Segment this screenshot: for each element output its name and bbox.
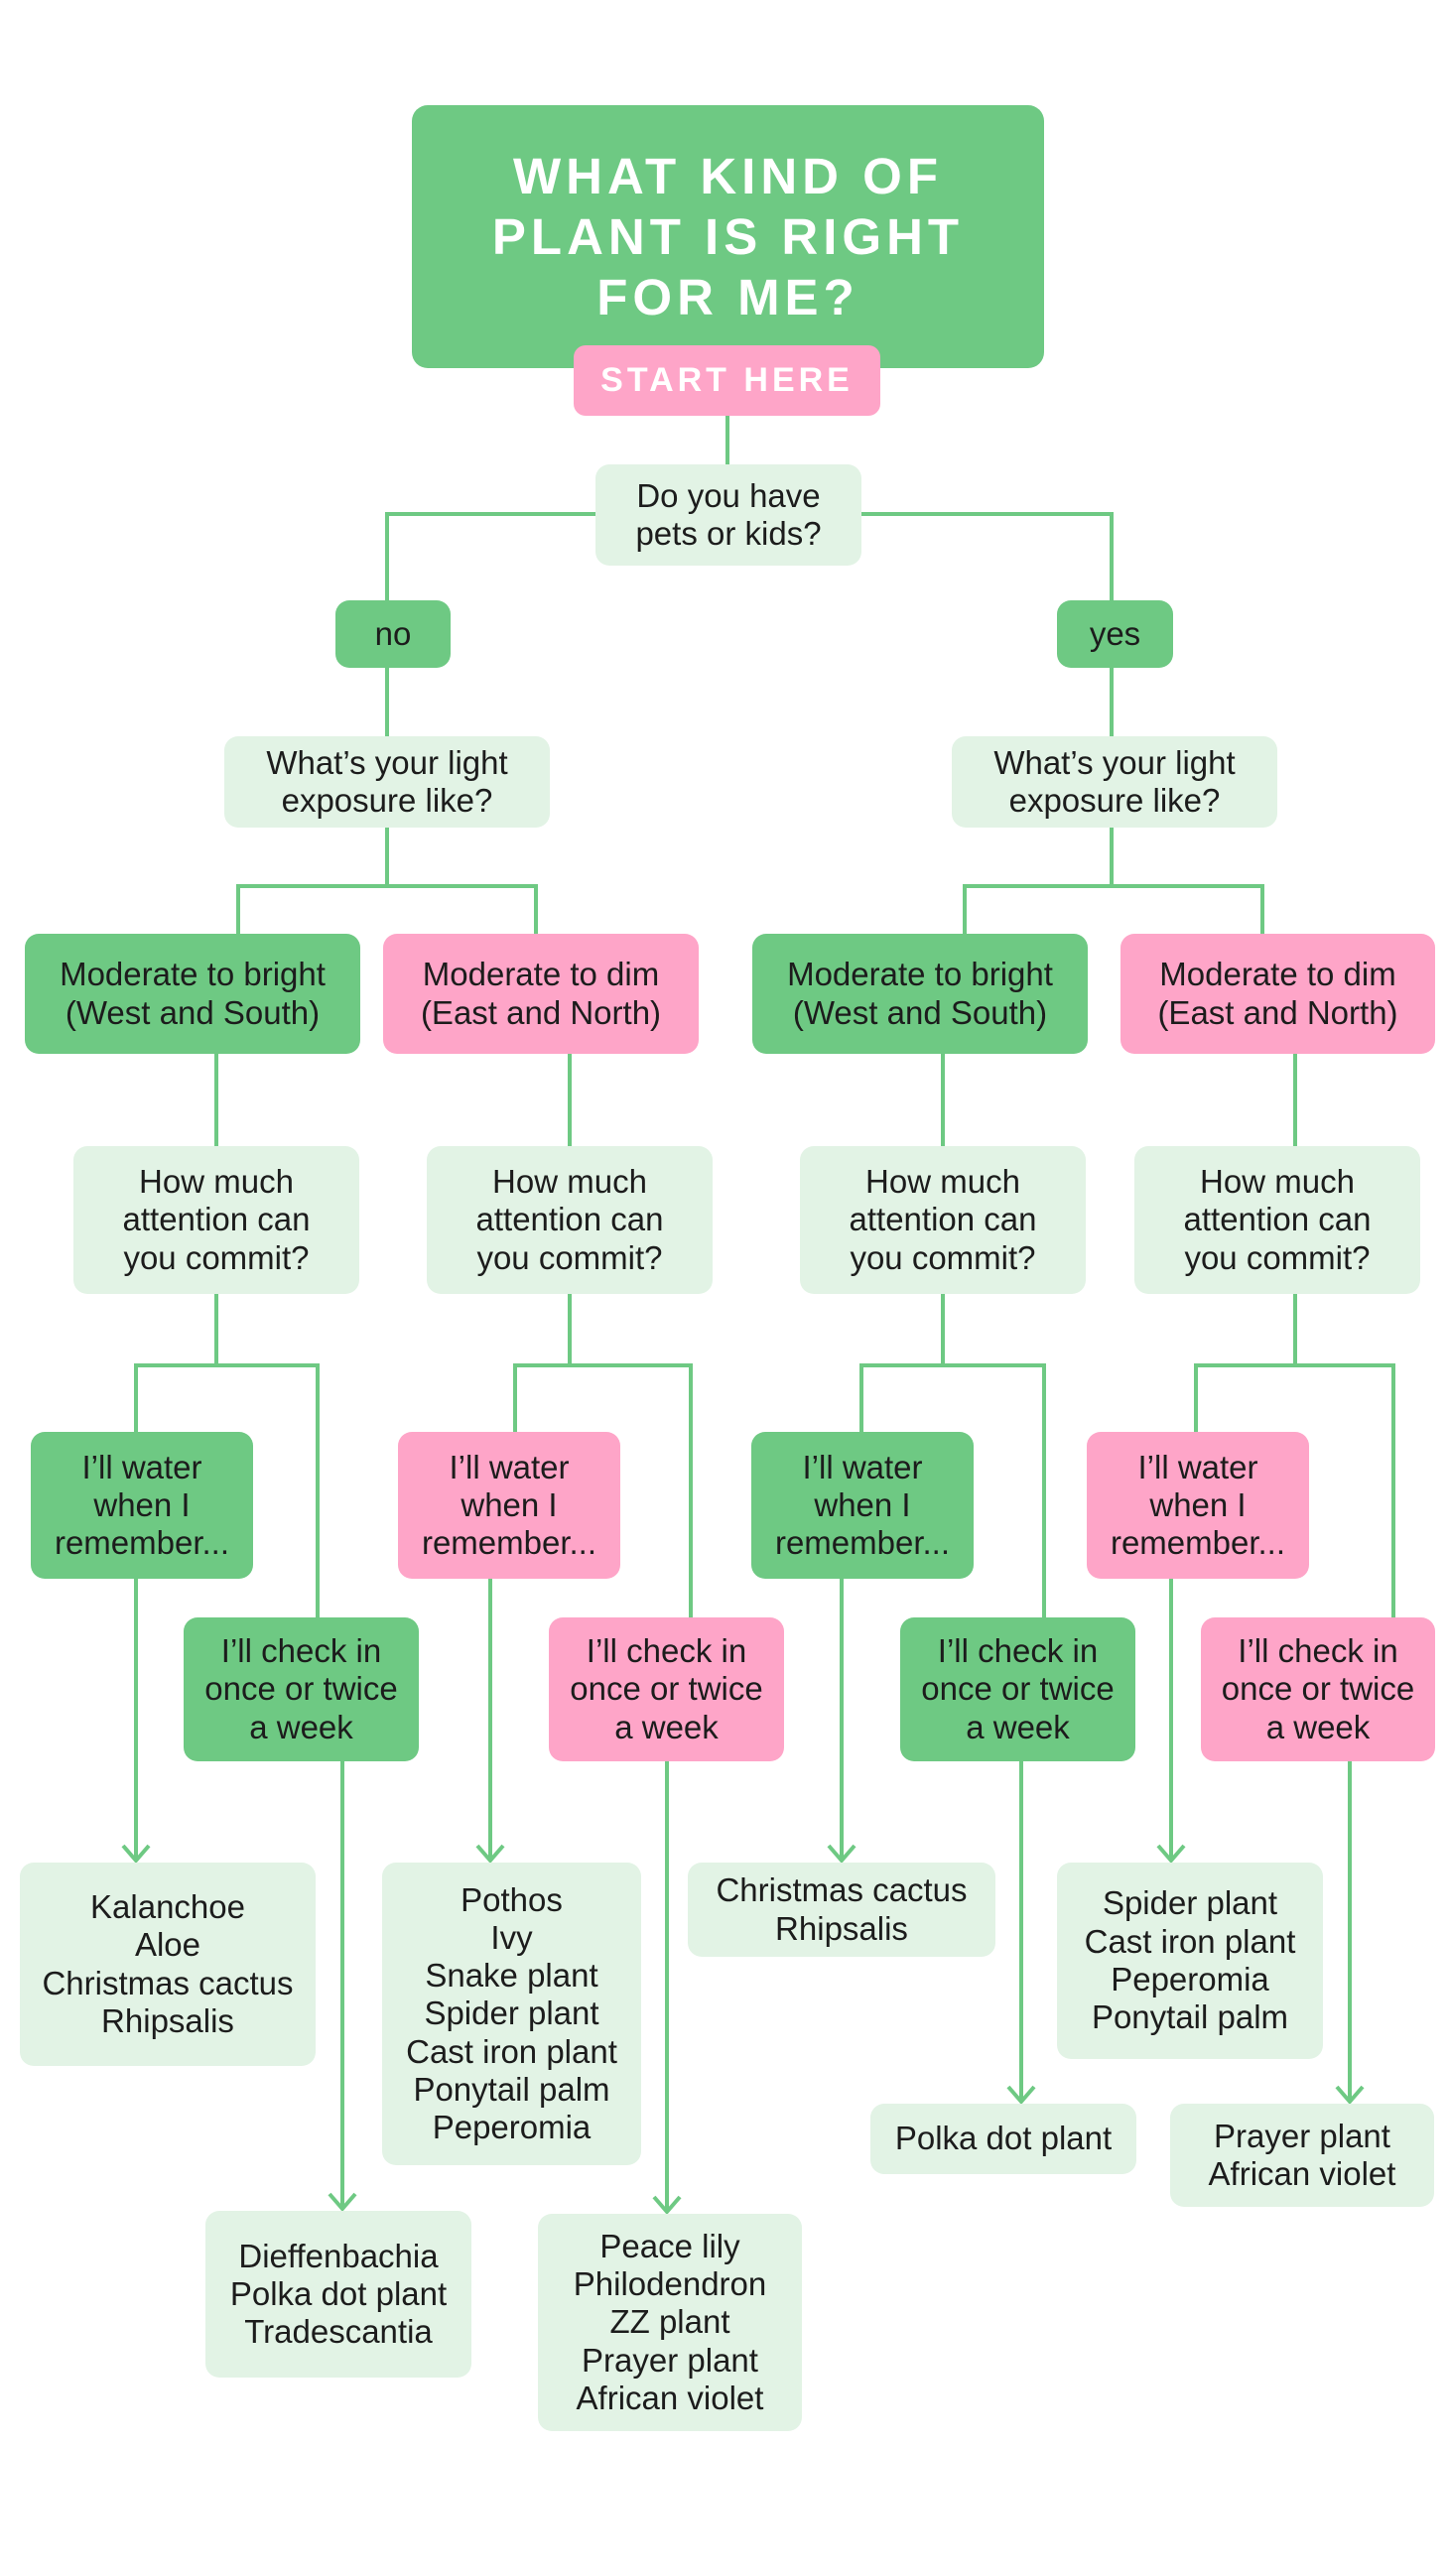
connector-attention-to-water (134, 1294, 218, 1432)
light-bright-with-pets: Moderate to bright (West and South) (752, 934, 1088, 1054)
connector-attention-to-water (513, 1294, 572, 1432)
result-list: Spider plant Cast iron plant Peperomia P… (1057, 1863, 1323, 2059)
pets-or-kids-question: Do you have pets or kids? (595, 464, 861, 566)
connector-to-yes (861, 512, 1114, 600)
result-list: Kalanchoe Aloe Christmas cactus Rhipsali… (20, 1863, 316, 2066)
check-option-bright-no-pets: I’ll check in once or twice a week (184, 1617, 419, 1761)
arrowhead (1335, 2085, 1365, 2106)
arrowhead (475, 1844, 505, 1865)
check-option-dim-with-pets: I’ll check in once or twice a week (1201, 1617, 1435, 1761)
connector-attention-to-check (1295, 1363, 1395, 1617)
check-option-dim-no-pets: I’ll check in once or twice a week (549, 1617, 784, 1761)
attention-question-dim-with-pets: How much attention can you commit? (1134, 1146, 1420, 1294)
connector-light-to-bright (236, 828, 389, 934)
arrowhead (827, 1844, 856, 1865)
result-list: Polka dot plant (870, 2104, 1136, 2174)
connector-attention-to-check (943, 1363, 1046, 1617)
light-question-no-pets: What’s your light exposure like? (224, 736, 550, 828)
water-option-dim-with-pets: I’ll water when I remember... (1087, 1432, 1309, 1579)
result-list: Peace lily Philodendron ZZ plant Prayer … (538, 2214, 802, 2431)
answer-no: no (335, 600, 451, 668)
arrowhead (328, 2192, 357, 2213)
answer-yes: yes (1057, 600, 1173, 668)
water-option-bright-no-pets: I’ll water when I remember... (31, 1432, 253, 1579)
water-option-bright-with-pets: I’ll water when I remember... (751, 1432, 974, 1579)
flowchart-title: WHAT KIND OF PLANT IS RIGHT FOR ME? (412, 105, 1044, 368)
light-question-with-pets: What’s your light exposure like? (952, 736, 1277, 828)
water-option-dim-no-pets: I’ll water when I remember... (398, 1432, 620, 1579)
connector-attention-to-water (859, 1294, 945, 1432)
attention-question-dim-no-pets: How much attention can you commit? (427, 1146, 713, 1294)
attention-question-bright-with-pets: How much attention can you commit? (800, 1146, 1086, 1294)
result-list: Christmas cactus Rhipsalis (688, 1863, 995, 1957)
result-list: Dieffenbachia Polka dot plant Tradescant… (205, 2211, 471, 2378)
connector-light-to-dim (387, 884, 538, 934)
result-list: Prayer plant African violet (1170, 2104, 1434, 2207)
connector-attention-to-water (1194, 1294, 1297, 1432)
arrowhead (652, 2195, 682, 2216)
light-dim-no-pets: Moderate to dim (East and North) (383, 934, 699, 1054)
connector-to-no (385, 512, 595, 600)
result-list: Pothos Ivy Snake plant Spider plant Cast… (382, 1863, 641, 2165)
arrowhead (1006, 2085, 1036, 2106)
start-here-badge: START HERE (574, 345, 880, 416)
attention-question-bright-no-pets: How much attention can you commit? (73, 1146, 359, 1294)
connector-light-to-dim (1112, 884, 1264, 934)
check-option-bright-with-pets: I’ll check in once or twice a week (900, 1617, 1135, 1761)
light-bright-no-pets: Moderate to bright (West and South) (25, 934, 360, 1054)
arrowhead (121, 1844, 151, 1865)
connector-attention-to-check (216, 1363, 320, 1617)
light-dim-with-pets: Moderate to dim (East and North) (1120, 934, 1435, 1054)
arrowhead (1156, 1844, 1186, 1865)
connector-light-to-bright (963, 828, 1114, 934)
connector-attention-to-check (570, 1363, 693, 1617)
